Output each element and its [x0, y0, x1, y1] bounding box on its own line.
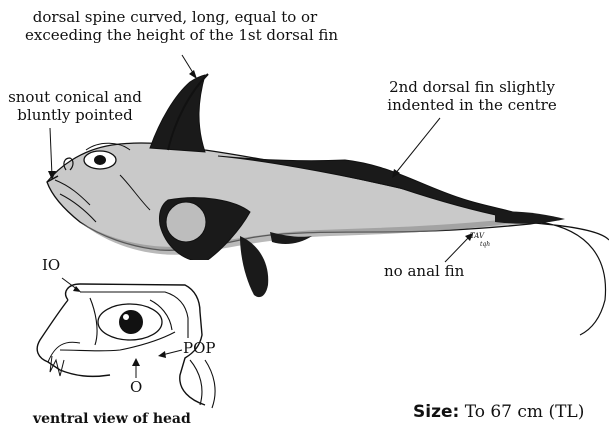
artist-signature-2: tqh — [480, 241, 490, 248]
size-key: Size: — [413, 402, 459, 422]
caudal-fin — [495, 211, 565, 223]
o-label: O — [130, 378, 142, 396]
size-value: To 67 cm (TL) — [465, 402, 585, 422]
pop-label: POP — [183, 339, 215, 357]
second-dorsal-label-line2: indented in the centre — [372, 96, 572, 114]
inset-pupil-highlight — [123, 314, 129, 320]
arrowhead-dorsal-spine — [189, 70, 197, 79]
snout-label-line2: bluntly pointed — [0, 106, 150, 124]
pelvic-fin — [240, 236, 268, 297]
second-dorsal-label-line1: 2nd dorsal fin slightly — [372, 78, 572, 96]
dorsal-spine-label: dorsal spine curved, long, equal to or e… — [25, 8, 325, 44]
pectoral-fin-base — [166, 202, 206, 242]
pointer-no-anal-fin — [445, 236, 470, 262]
artist-signature: TAV — [470, 232, 485, 240]
second-dorsal-label: 2nd dorsal fin slightly indented in the … — [372, 78, 572, 114]
snout-label-line1: snout conical and — [0, 88, 150, 106]
pupil — [94, 155, 106, 165]
inset-pupil — [119, 310, 143, 334]
size-statement: Size: To 67 cm (TL) — [413, 402, 584, 422]
pointer-snout — [50, 128, 52, 176]
tail-filament — [520, 222, 609, 335]
ventral-view-caption: ventral view of head — [33, 410, 191, 428]
no-anal-fin-label: no anal fin — [384, 262, 464, 280]
pointer-second-dorsal — [395, 118, 440, 174]
dorsal-spine-label-line2: exceeding the height of the 1st dorsal f… — [25, 26, 325, 44]
snout-label: snout conical and bluntly pointed — [0, 88, 150, 124]
dorsal-spine-label-line1: dorsal spine curved, long, equal to or — [25, 8, 325, 26]
io-label: IO — [42, 256, 60, 274]
